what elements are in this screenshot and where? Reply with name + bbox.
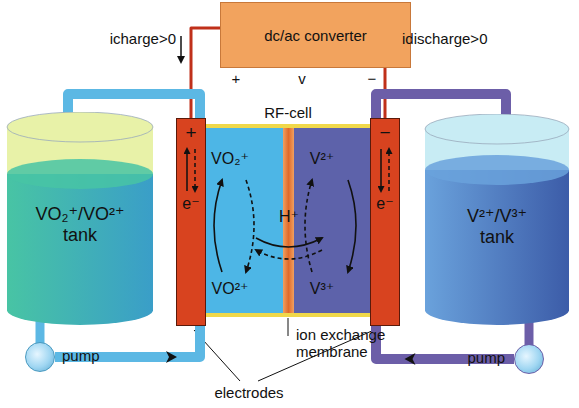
current-arrow bbox=[180, 36, 182, 62]
electrode: + e⁻ bbox=[176, 118, 206, 326]
electron-flow-arrows bbox=[371, 119, 399, 325]
charge-arrow bbox=[348, 180, 356, 272]
text-label: idischarge>0 bbox=[402, 30, 487, 47]
text-label: V²⁺ bbox=[310, 150, 334, 168]
text-label: v bbox=[298, 70, 306, 87]
discharge-arrow bbox=[305, 180, 312, 272]
charge-arrow bbox=[214, 180, 222, 272]
node-text: VO₂⁺/VO²⁺ tank bbox=[25, 204, 135, 245]
arrowhead bbox=[405, 353, 416, 365]
discharge-arrow bbox=[246, 180, 254, 272]
text-label: VO²⁺ bbox=[212, 280, 249, 298]
electrolyte-tank: V²⁺/V³⁺ tank bbox=[424, 114, 570, 326]
electron-flow-arrows bbox=[177, 119, 205, 325]
electrode: − e⁻ bbox=[370, 118, 400, 326]
text-label: VO₂⁺ bbox=[211, 150, 249, 168]
node-text: pump bbox=[62, 347, 100, 364]
text-label: H⁺ bbox=[279, 208, 299, 226]
text-label: RF-cell bbox=[264, 104, 312, 121]
pump-symbol: pump bbox=[514, 344, 544, 374]
node-text: − bbox=[371, 122, 399, 144]
text-label: icharge>0 bbox=[110, 30, 176, 47]
proton-arrow bbox=[256, 250, 322, 259]
node-text: V²⁺/V³⁺ tank bbox=[456, 206, 538, 247]
node-text: pump bbox=[467, 349, 505, 366]
converter-box: dc/ac converter bbox=[220, 2, 411, 68]
cell-frame bbox=[206, 124, 370, 128]
node-text: + bbox=[177, 122, 205, 144]
negative-electrolyte bbox=[294, 128, 370, 313]
text-label: + bbox=[232, 70, 241, 87]
text-label: V³⁺ bbox=[310, 280, 334, 298]
node-text: dc/ac converter bbox=[221, 27, 410, 44]
electrolyte-tank: VO₂⁺/VO²⁺ tank bbox=[6, 112, 154, 326]
node-text: e⁻ bbox=[177, 195, 205, 213]
leader-line bbox=[288, 318, 289, 336]
text-label: electrodes bbox=[214, 384, 283, 401]
cell-frame bbox=[206, 313, 370, 317]
text-label: ion exchange membrane bbox=[296, 326, 406, 361]
node-text: e⁻ bbox=[371, 195, 399, 213]
pump-symbol: pump bbox=[25, 342, 55, 372]
arrowhead bbox=[166, 351, 177, 363]
text-label: − bbox=[368, 70, 377, 87]
positive-electrolyte bbox=[206, 128, 283, 313]
proton-arrow bbox=[256, 238, 322, 247]
